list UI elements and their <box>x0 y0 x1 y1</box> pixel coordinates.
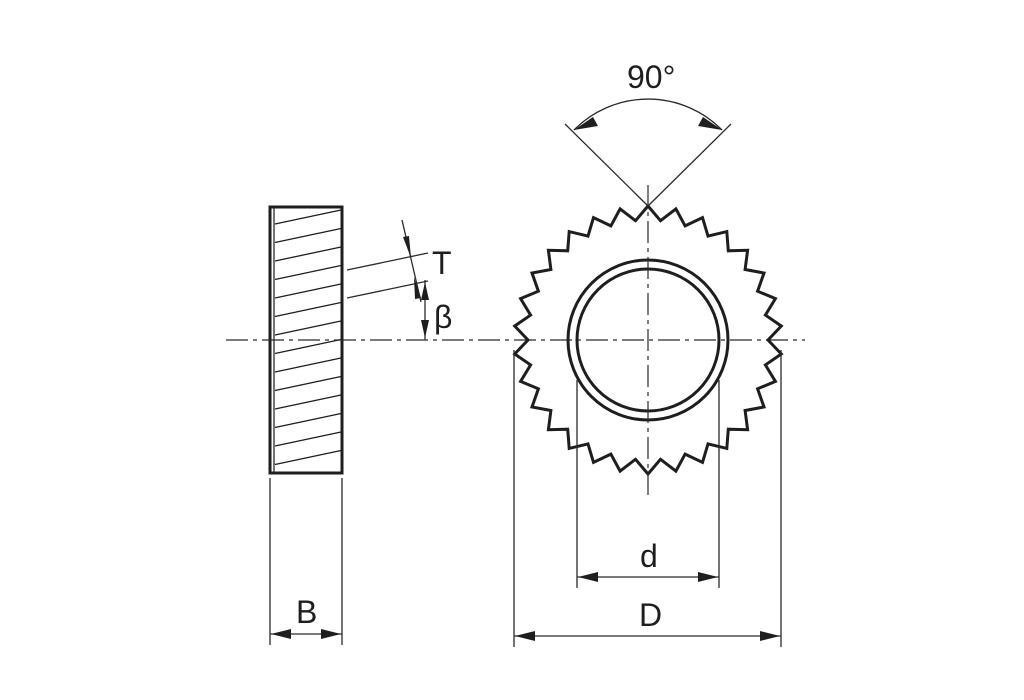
knurl-hatching <box>274 209 342 466</box>
D-arrow-left <box>515 631 535 641</box>
beta-arrow-upper <box>421 282 429 300</box>
angle-annotation: 90° <box>564 59 732 207</box>
knurl-hatch-line <box>274 449 342 466</box>
angle-extension-right <box>647 123 732 207</box>
pitch-extension-upper <box>346 252 429 271</box>
angle-arrow-left <box>574 117 598 130</box>
knurl-hatch-line <box>274 301 342 318</box>
angle-arrow-right <box>698 117 722 130</box>
inner-diameter-dimension: d <box>576 380 720 588</box>
outer-diameter-dimension: D <box>513 350 782 647</box>
knurl-hatch-line <box>274 431 342 447</box>
D-arrow-right <box>760 631 780 641</box>
knurl-hatch-line <box>274 264 342 281</box>
angle-extension-left <box>564 123 649 207</box>
knurl-hatch-line <box>274 246 342 262</box>
d-arrow-right <box>698 572 718 582</box>
knurl-hatch-line <box>274 320 342 336</box>
pitch-dimension-line <box>401 219 422 303</box>
angle-arc <box>573 98 723 131</box>
front-view <box>512 185 784 495</box>
beta-arrow-lower <box>421 320 429 338</box>
d-arrow-left <box>578 572 598 582</box>
label-90-degrees: 90° <box>627 59 675 95</box>
width-arrow-left <box>271 629 291 639</box>
knurl-hatch-line <box>274 394 342 410</box>
side-view <box>268 205 344 475</box>
knurl-hatch-line <box>274 209 342 225</box>
knurl-hatch-line <box>274 375 342 392</box>
knurl-hatch-line <box>274 338 342 355</box>
label-D: D <box>639 597 662 633</box>
label-b: B <box>296 594 317 630</box>
width-arrow-right <box>321 629 341 639</box>
label-t: T <box>432 245 452 281</box>
pitch-annotation: T β <box>346 219 452 340</box>
knurl-hatch-line <box>274 412 342 429</box>
knurl-hatch-line <box>274 357 342 373</box>
knurl-hatch-line <box>274 227 342 244</box>
knurl-hatch-line <box>274 283 342 299</box>
pitch-arrow-upper <box>403 236 411 258</box>
label-beta: β <box>434 299 452 335</box>
label-d: d <box>640 538 658 574</box>
width-dimension: B <box>269 478 343 645</box>
pitch-arrow-lower <box>414 277 421 299</box>
